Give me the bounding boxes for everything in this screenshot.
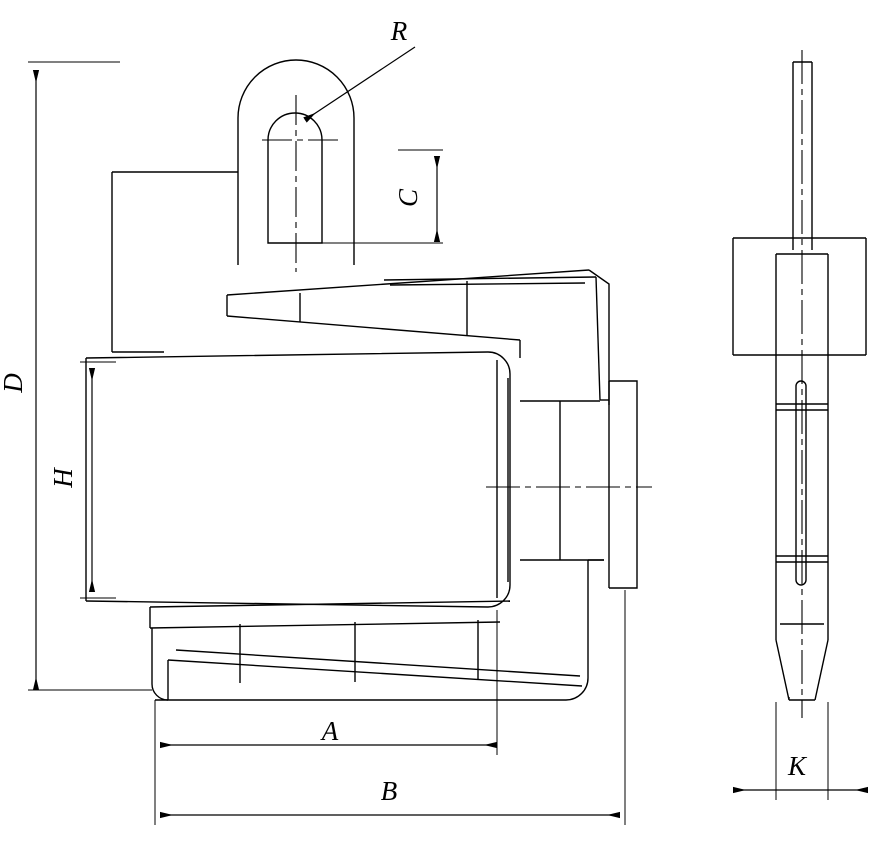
lower-jaw-assembly (149, 560, 589, 701)
dimension-label-B: B (381, 776, 398, 806)
side-view-geometry (732, 61, 867, 701)
lug-eye-plate (237, 59, 355, 265)
dimension-D (28, 61, 152, 691)
rear-upper-plate (111, 171, 238, 353)
dimension-labels: R C D H A B K (0, 16, 808, 806)
dimension-R-leader (303, 46, 416, 123)
dimension-H (80, 361, 116, 599)
dimension-label-H: H (48, 467, 78, 489)
dimension-label-C: C (393, 188, 423, 207)
clamp-body-outline (85, 351, 511, 608)
right-side-block (520, 380, 638, 589)
dimension-label-D: D (0, 373, 28, 394)
upper-jaw-assembly (226, 269, 610, 405)
dimension-label-R: R (390, 16, 408, 46)
dimension-B (154, 590, 626, 825)
right-connection-lines (588, 399, 609, 561)
dimension-K (733, 702, 868, 800)
dimension-label-K: K (787, 751, 808, 781)
dimension-C (268, 149, 443, 244)
dimension-label-A: A (320, 716, 339, 746)
